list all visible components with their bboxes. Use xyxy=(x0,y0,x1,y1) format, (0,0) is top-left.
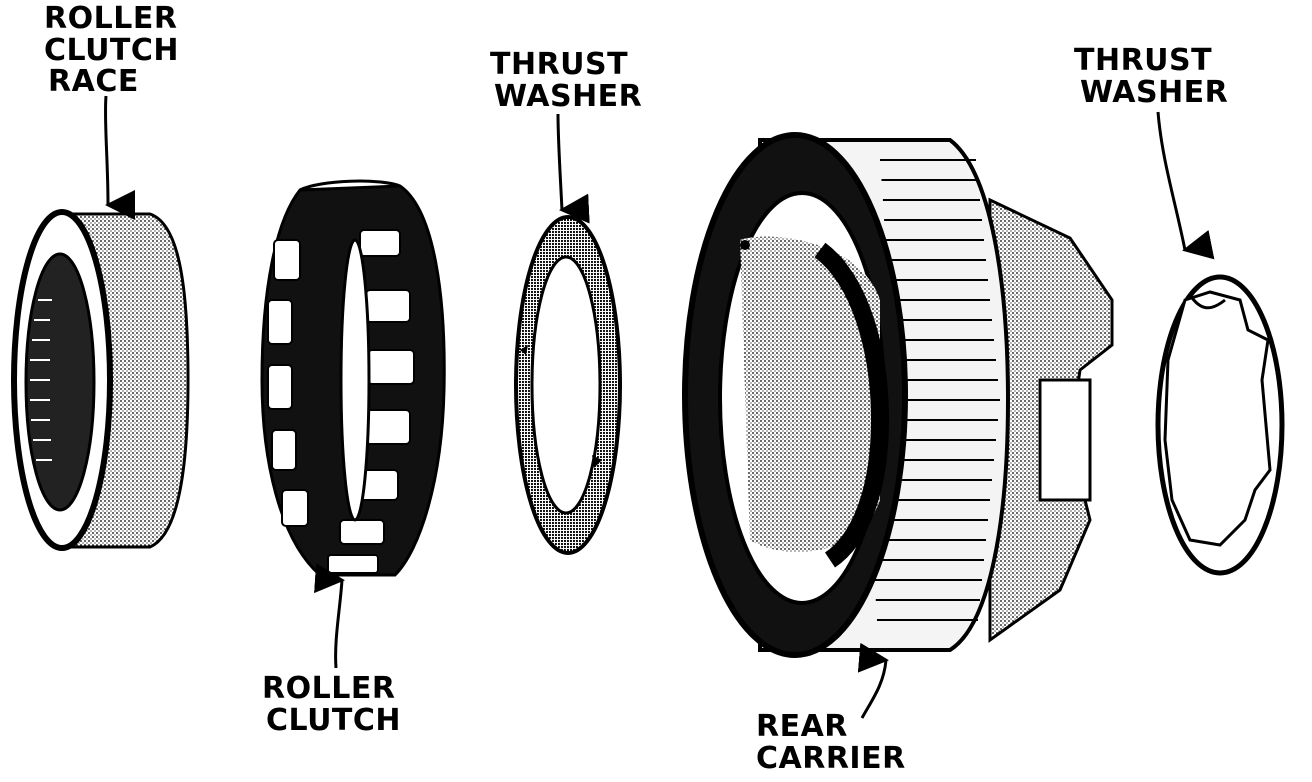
label-roller-clutch: ROLLER CLUTCH xyxy=(262,671,401,738)
label-line: REAR xyxy=(756,709,848,744)
label-line: CLUTCH xyxy=(44,33,179,68)
rear-carrier-part xyxy=(682,132,1114,658)
arrow-roller-clutch-race xyxy=(103,95,136,220)
label-line: WASHER xyxy=(1080,75,1228,110)
arrow-thrust-washer-2 xyxy=(1156,111,1215,260)
label-line: THRUST xyxy=(1074,43,1212,78)
leader-arrows xyxy=(103,95,1215,719)
thrust-washer-1-part xyxy=(514,215,622,555)
arrow-roller-clutch xyxy=(314,563,345,669)
label-line: WASHER xyxy=(494,79,642,114)
label-line: ROLLER xyxy=(44,1,177,36)
arrow-rear-carrier xyxy=(857,642,889,719)
label-line: RACE xyxy=(48,64,139,99)
arrow-thrust-washer-1 xyxy=(556,113,590,224)
thrust-washer-2-part xyxy=(1155,274,1285,576)
label-line: CARRIER xyxy=(756,741,906,776)
label-rear-carrier: REAR CARRIER xyxy=(756,709,906,776)
label-line: CLUTCH xyxy=(266,703,401,738)
roller-clutch-race-part xyxy=(11,209,190,551)
label-thrust-washer-2: THRUST WASHER xyxy=(1074,43,1228,110)
label-line: ROLLER xyxy=(262,671,395,706)
roller-clutch-part xyxy=(260,179,446,577)
label-thrust-washer-1: THRUST WASHER xyxy=(490,47,642,114)
label-roller-clutch-race: ROLLER CLUTCH RACE xyxy=(44,1,179,99)
label-line: THRUST xyxy=(490,47,628,82)
